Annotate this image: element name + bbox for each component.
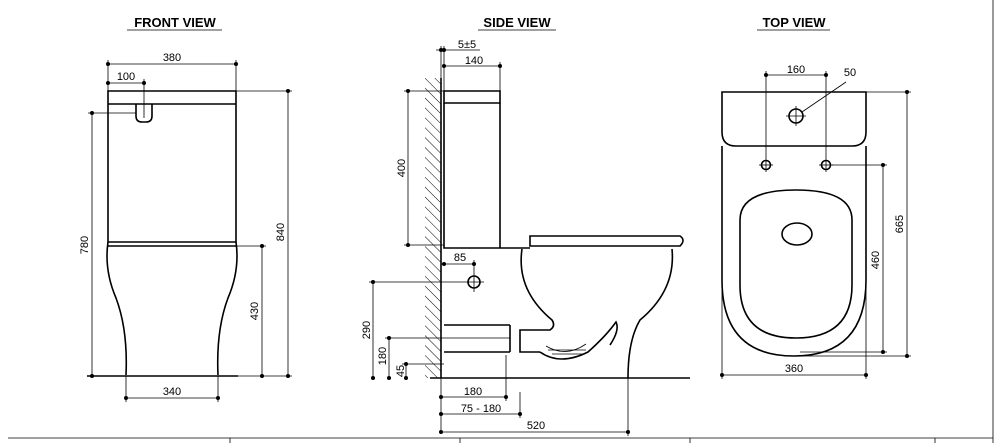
dim-top-bolt-spacing: 160 bbox=[787, 64, 805, 76]
dim-front-seat-height: 430 bbox=[249, 302, 261, 320]
top-view-outline bbox=[721, 91, 867, 357]
dim-side-tank-depth: 140 bbox=[465, 55, 483, 67]
dim-side-wall-gap: 5±5 bbox=[458, 39, 476, 51]
dim-top-seat-length: 460 bbox=[870, 251, 882, 269]
side-view: SIDE VIEW bbox=[361, 15, 690, 436]
front-view-outline bbox=[87, 90, 238, 377]
dim-front-width: 380 bbox=[163, 52, 181, 64]
side-view-outline bbox=[430, 90, 690, 379]
dim-side-outlet-depth: 180 bbox=[464, 386, 482, 398]
dim-front-inlet: 100 bbox=[117, 71, 135, 83]
wall-hatch bbox=[425, 78, 441, 378]
dim-front-base-width: 340 bbox=[163, 386, 181, 398]
drawing-frame bbox=[8, 0, 994, 443]
dim-side-total-depth: 520 bbox=[527, 420, 545, 432]
side-view-dimensions: 5±5 140 400 85 290 180 bbox=[361, 39, 630, 436]
dim-side-outlet-range: 75 - 180 bbox=[461, 403, 501, 415]
front-view-dimensions: 380 100 780 840 430 bbox=[79, 52, 292, 402]
dim-top-bowl-length: 665 bbox=[894, 215, 906, 233]
top-view: TOP VIEW bbox=[720, 15, 911, 379]
dim-side-floor-offset: 45 bbox=[395, 365, 407, 377]
front-view-title: FRONT VIEW bbox=[134, 15, 216, 30]
dim-side-inlet-offset: 85 bbox=[454, 252, 466, 264]
top-view-title: TOP VIEW bbox=[762, 15, 826, 30]
dim-side-outlet-height-low: 180 bbox=[377, 347, 389, 365]
dim-front-overall-height: 840 bbox=[275, 223, 287, 241]
front-view: FRONT VIEW 380 100 bbox=[79, 15, 292, 402]
dim-side-outlet-height: 290 bbox=[361, 321, 373, 339]
dim-front-total-height: 780 bbox=[79, 236, 91, 254]
dim-top-width: 360 bbox=[785, 363, 803, 375]
top-view-dimensions: 160 50 665 460 360 bbox=[720, 64, 911, 379]
dim-side-tank-height: 400 bbox=[396, 159, 408, 177]
dim-top-hole-diameter: 50 bbox=[844, 67, 856, 79]
side-view-title: SIDE VIEW bbox=[483, 15, 551, 30]
